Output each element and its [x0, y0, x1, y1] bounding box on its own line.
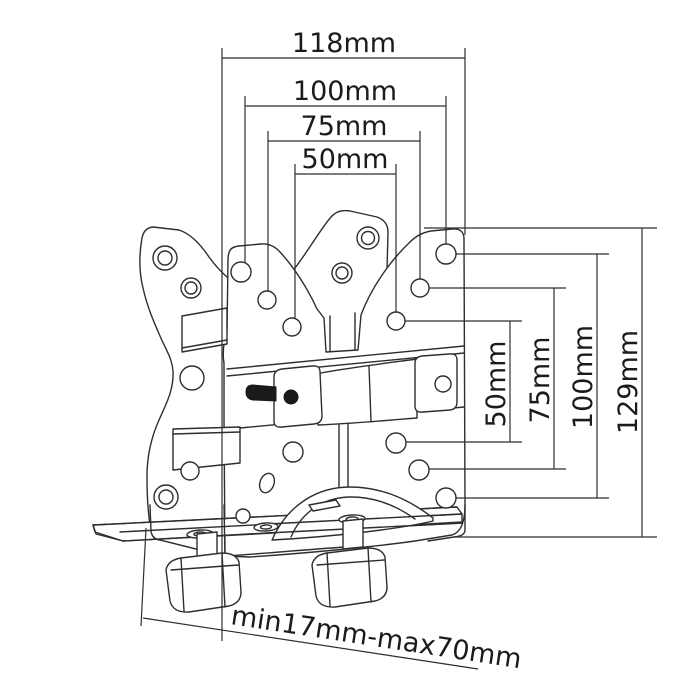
dim-label-v-100mm: 100mm	[568, 325, 599, 429]
mounting-slot	[258, 472, 276, 494]
thumb-screw-right-crease	[316, 559, 385, 566]
lower-tab	[172, 426, 241, 471]
foot-dome-inner	[290, 496, 416, 538]
back-plate-bottom-edge	[149, 504, 225, 557]
vesa-hole-50-left	[282, 317, 302, 337]
vesa-hole-100-left	[230, 261, 252, 283]
dimension-right-75: 75mm	[429, 287, 566, 470]
dimension-right-129: 129mm	[424, 227, 657, 538]
mounting-hole	[360, 230, 376, 246]
mounting-hole	[335, 266, 349, 280]
clamp-strap-fold	[368, 365, 372, 422]
base-bottom-edge-over-dome	[267, 522, 463, 534]
dim-label-50mm: 50mm	[302, 144, 389, 175]
dimension-right-50: 50mm	[405, 320, 522, 443]
mounting-hole	[184, 281, 198, 295]
lower-tab-fold	[172, 431, 241, 435]
mounting-hole	[179, 365, 205, 391]
extension-line	[140, 527, 147, 627]
mounting-hole	[157, 250, 173, 266]
upper-tab	[181, 307, 228, 353]
clamp-stud-left	[283, 389, 299, 405]
thumb-screw-left-knob	[165, 552, 242, 613]
clamp-screw-pin	[245, 384, 277, 402]
clamp-assembly	[245, 353, 458, 428]
mounting-hole	[235, 508, 251, 524]
mounting-hole	[158, 489, 174, 505]
vesa-hole-75-bottom	[408, 459, 430, 481]
vesa-hole-50-right	[386, 311, 406, 331]
thumb-screw-right-facet-b	[367, 547, 372, 603]
dimension-top-75: 75mm	[267, 111, 421, 291]
dim-label-v-50mm: 50mm	[481, 341, 512, 428]
hinge-rail-top	[226, 345, 465, 370]
thumb-screw-right	[311, 518, 388, 608]
dim-label-v-129mm: 129mm	[613, 330, 644, 434]
mounting-hole	[180, 461, 200, 481]
dim-label-118mm: 118mm	[292, 28, 396, 59]
dim-label-100mm: 100mm	[293, 76, 397, 107]
clamp-stud-right	[434, 375, 452, 393]
mounting-holes	[152, 226, 457, 524]
vesa-hole-100-bottom	[435, 487, 457, 509]
base-left-tip	[92, 524, 124, 542]
dimension-right-100: 100mm	[456, 253, 609, 499]
thumb-screw-right-stem	[342, 518, 364, 550]
foot-dome-slot	[308, 499, 341, 512]
thumb-screw-right-knob	[311, 547, 388, 608]
dimension-top-118: 118mm	[221, 28, 466, 641]
vesa-hole-75-right	[410, 278, 430, 298]
upper-tab-fold	[181, 339, 228, 349]
thumb-screw-right-facet-a	[326, 552, 331, 607]
dimension-line	[142, 617, 479, 670]
thumb-screw-left-crease	[170, 564, 239, 571]
dim-label-v-75mm: 75mm	[525, 337, 556, 424]
base-hole-mid-inner	[259, 524, 273, 530]
side-tabs	[172, 307, 241, 471]
dim-label-75mm: 75mm	[301, 111, 388, 142]
dimension-top-50: 50mm	[294, 144, 397, 318]
mounting-hole	[282, 441, 304, 463]
vesa-hole-75-left	[257, 290, 277, 310]
dimension-top-100: 100mm	[244, 76, 447, 262]
thumb-screw-left-facet-a	[180, 557, 185, 612]
vesa-hole-100-right	[435, 243, 457, 265]
vesa-hole-50-bottom	[385, 432, 407, 454]
